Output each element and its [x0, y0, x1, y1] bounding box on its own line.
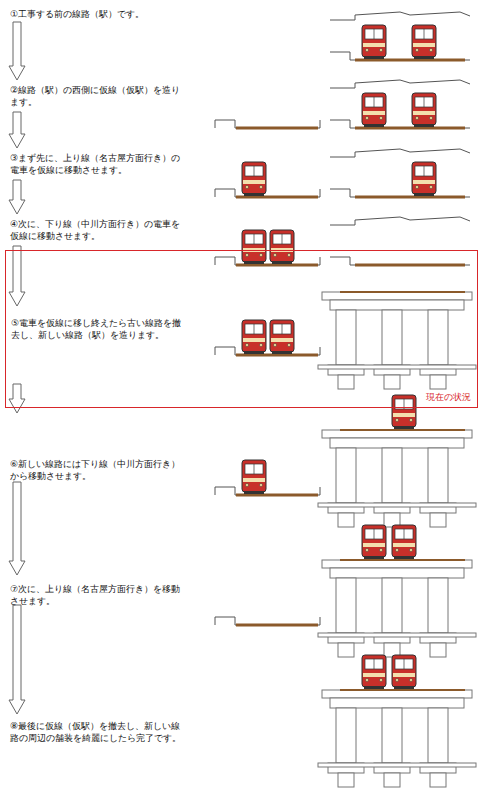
step-text: ①工事する前の線路（駅）です。	[10, 8, 188, 20]
train-car	[362, 25, 386, 59]
station-canopy	[330, 149, 470, 157]
step-arrow	[9, 112, 25, 148]
temporary-station	[215, 347, 320, 355]
step-arrow	[9, 605, 25, 714]
new-viaduct	[318, 690, 476, 787]
step-text: ②線路（駅）の西側に仮線（仮駅）を造ります。	[10, 84, 188, 108]
new-viaduct	[318, 560, 476, 657]
step-text: ⑦次に、上り線（名古屋方面行き）を移動させます。	[10, 583, 188, 607]
current-status-frame: ⑤電車を仮線に移し終えたら古い線路を撤去し、新しい線路（駅）を造ります。現在の状…	[5, 250, 478, 408]
track-bed	[355, 196, 465, 199]
old-station	[330, 189, 470, 197]
train-car	[392, 395, 416, 429]
step-arrow	[9, 482, 25, 575]
new-viaduct	[318, 430, 476, 527]
train-car	[362, 525, 386, 559]
train-car	[412, 25, 436, 59]
step-text: ⑥新しい線路には下り線（中川方面行き）から移動させます。	[10, 458, 188, 482]
train-car	[392, 655, 416, 689]
track-bed	[236, 127, 318, 130]
step-arrow	[9, 180, 25, 214]
train-car	[362, 655, 386, 689]
train-car	[362, 93, 386, 127]
train-car	[412, 162, 436, 196]
old-station	[330, 257, 470, 265]
train-car	[270, 230, 294, 264]
train-car	[242, 320, 266, 354]
train-car	[242, 460, 266, 494]
old-station	[330, 120, 470, 128]
train-car	[392, 525, 416, 559]
temporary-station	[215, 487, 320, 495]
station-canopy	[330, 80, 470, 88]
new-viaduct	[318, 292, 476, 389]
step-text: ③まず先に、上り線（名古屋方面行き）の電車を仮線に移動させます。	[10, 152, 188, 176]
train-car	[270, 320, 294, 354]
step-text: ⑤電車を仮線に移し終えたら古い線路を撤去し、新しい線路（駅）を造ります。	[11, 317, 189, 341]
train-car	[412, 93, 436, 127]
station-canopy	[330, 217, 470, 225]
track-bed	[355, 264, 465, 267]
train-car	[242, 162, 266, 196]
step-text: ⑧最後に仮線（仮駅）を撤去し、新しい線路の周辺の舗装を綺麗にしたら完了です。	[10, 720, 188, 744]
status-note: 現在の状況	[426, 391, 471, 403]
temporary-station	[215, 617, 320, 625]
step-arrow	[9, 246, 25, 306]
track-bed	[236, 624, 318, 627]
temporary-station	[215, 257, 320, 265]
old-station	[330, 52, 470, 60]
step-arrow	[9, 22, 25, 80]
temporary-station	[215, 120, 320, 128]
temporary-station	[215, 189, 320, 197]
step-text: ④次に、下り線（中川方面行き）の電車を仮線に移動させます。	[10, 218, 188, 242]
train-car	[242, 230, 266, 264]
station-canopy	[330, 12, 470, 20]
step-arrow	[9, 384, 25, 413]
